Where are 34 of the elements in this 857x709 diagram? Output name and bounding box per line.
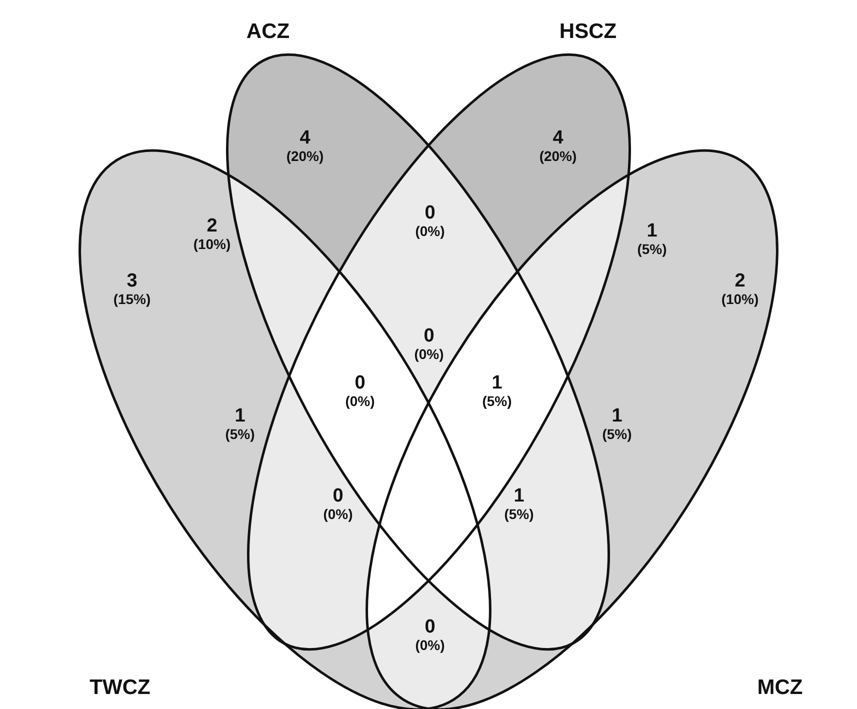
set-name: MCZ [757, 676, 803, 700]
region-count: 1 [612, 406, 622, 426]
region-count: 1 [492, 374, 502, 392]
region-percentage: (0%) [414, 347, 444, 361]
region-percentage: (5%) [602, 427, 632, 441]
region-percentage: (10%) [721, 292, 759, 306]
region-percentage: (20%) [286, 149, 324, 163]
set-name: TWCZ [90, 676, 150, 700]
region-percentage: (5%) [504, 507, 534, 521]
region-percentage: (5%) [482, 394, 512, 408]
region-count: 1 [646, 222, 658, 240]
region-percentage: (5%) [225, 427, 255, 441]
region-percentage: (0%) [323, 507, 353, 521]
region-percentage: (5%) [637, 242, 667, 256]
region-count: 4 [552, 128, 564, 148]
set-name: HSCZ [559, 20, 617, 44]
region-count: 0 [332, 486, 344, 506]
region-count: 2 [734, 272, 746, 290]
region-percentage: (0%) [415, 638, 445, 652]
region-count: 0 [354, 374, 366, 392]
region-count: 0 [424, 204, 436, 222]
region-percentage: (0%) [345, 394, 375, 408]
region-count: 0 [424, 326, 434, 346]
set-name: ACZ [246, 20, 290, 44]
region-count: 0 [424, 618, 436, 636]
region-percentage: (10%) [193, 237, 231, 251]
region-percentage: (15%) [113, 292, 151, 306]
region-count: 4 [300, 128, 310, 148]
region-percentage: (20%) [539, 149, 577, 163]
region-count: 2 [206, 216, 218, 236]
region-count: 1 [234, 406, 246, 426]
region-count: 1 [514, 486, 524, 506]
region-count: 3 [126, 272, 138, 290]
region-percentage: (0%) [415, 224, 445, 238]
